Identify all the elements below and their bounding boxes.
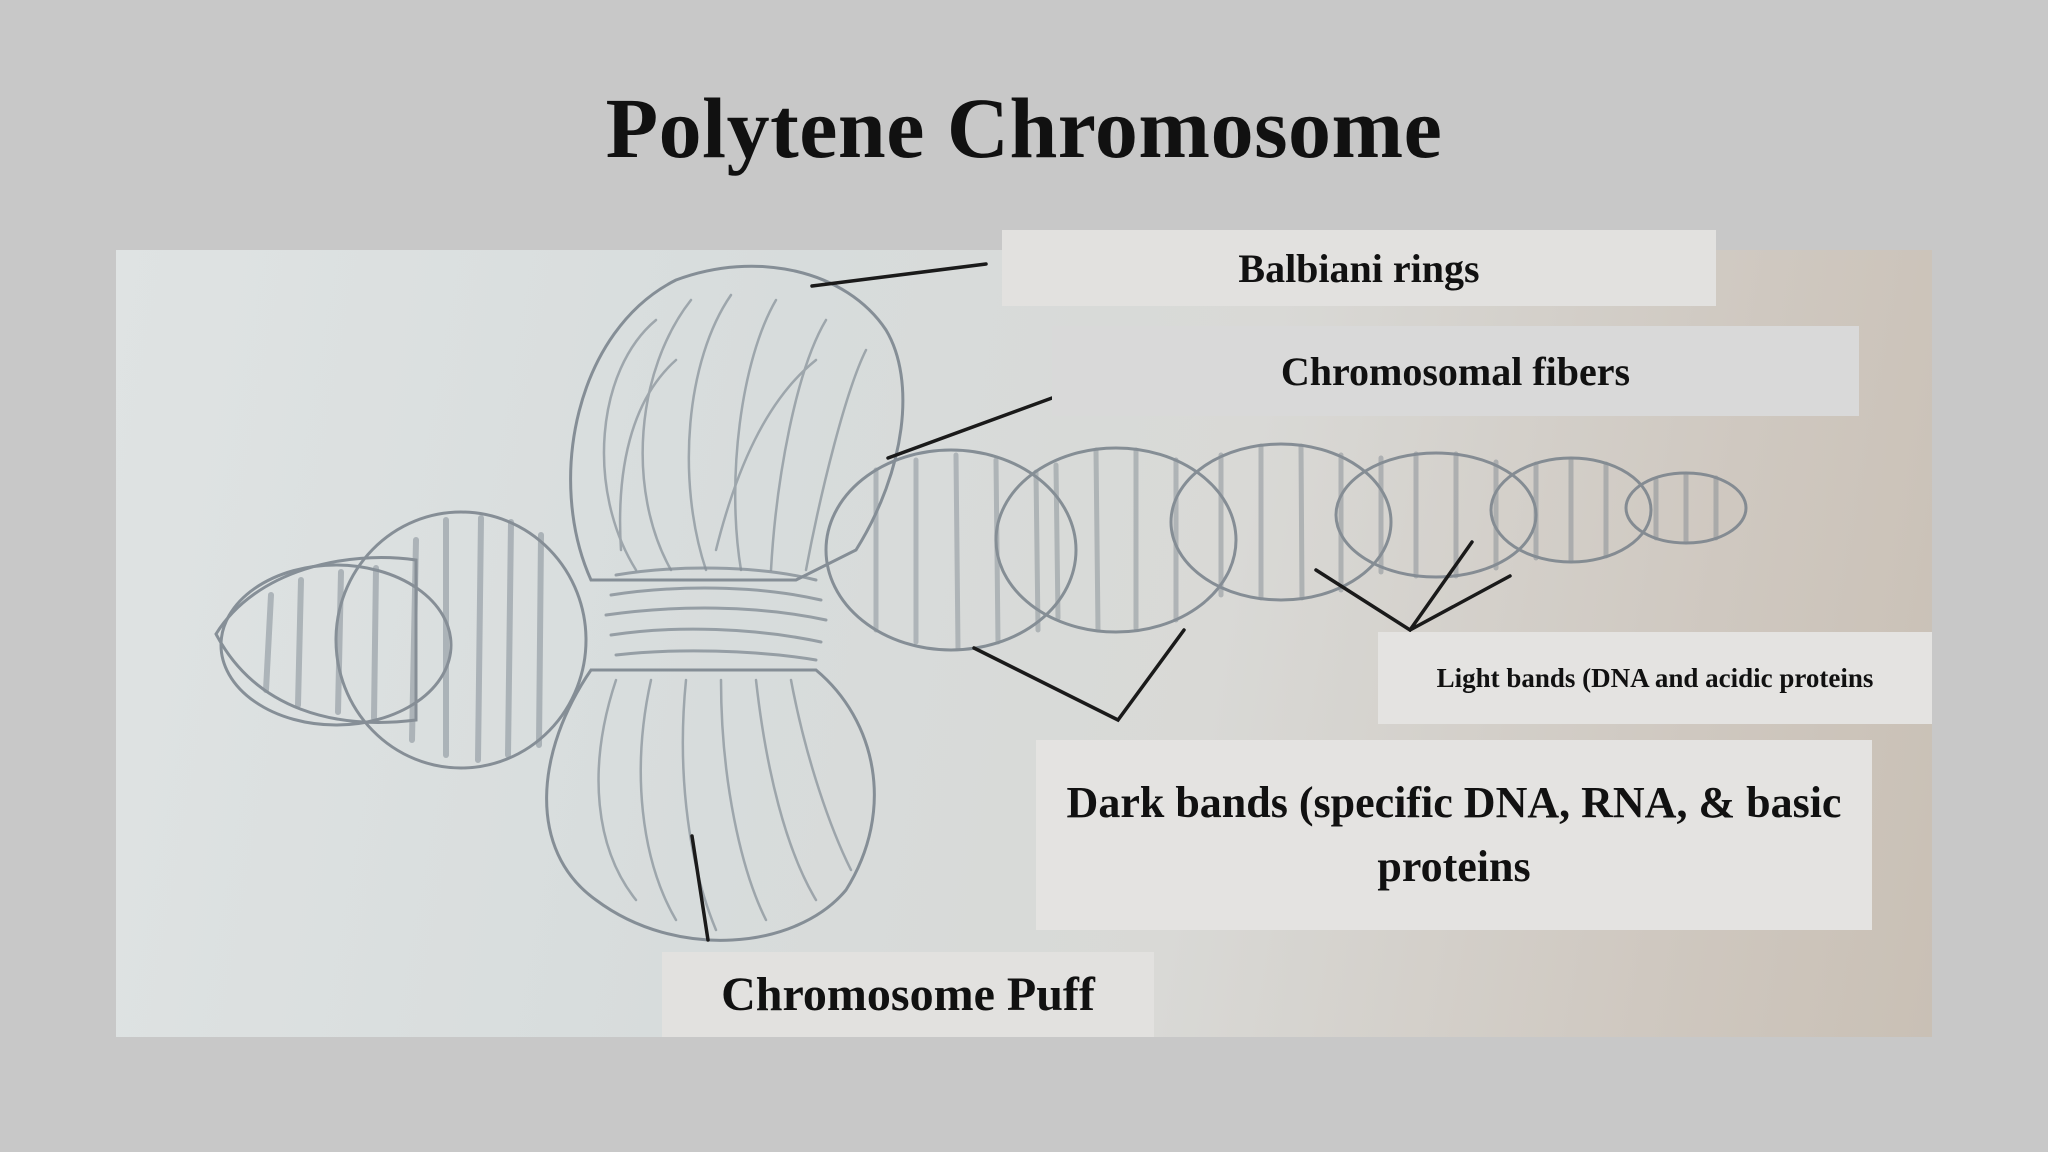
chromosome-puff-outline [545, 668, 876, 942]
chromosome-segment [1334, 451, 1538, 579]
chromosome-segment [1489, 456, 1653, 564]
balbiani-ring-outline [569, 264, 905, 582]
chromosome-segment [994, 446, 1238, 634]
leader-line-balbiani [810, 262, 988, 288]
leader-line-puff [690, 834, 710, 942]
page-title: Polytene Chromosome [605, 80, 1443, 176]
leader-line-fibers [886, 396, 1054, 460]
label-chromosomal-fibers: Chromosomal fibers [1052, 326, 1859, 416]
leader-line-dark-bands [972, 628, 1186, 723]
leader-line-light-bands [1314, 540, 1512, 633]
chromosome-tip-right [1624, 471, 1748, 545]
chromosome-segment [219, 563, 453, 727]
label-chromosome-puff: Chromosome Puff [662, 952, 1154, 1037]
chromosome-sketch [214, 262, 1748, 942]
chromosome-segment [824, 448, 1078, 652]
chromosome-segment [334, 510, 588, 770]
label-balbiani-rings: Balbiani rings [1002, 230, 1716, 306]
chromosome-tip-left [214, 556, 418, 724]
label-light-bands: Light bands (DNA and acidic proteins [1378, 632, 1932, 724]
label-dark-bands: Dark bands (specific DNA, RNA, & basic p… [1036, 740, 1872, 930]
chromosome-segment [1169, 442, 1393, 602]
